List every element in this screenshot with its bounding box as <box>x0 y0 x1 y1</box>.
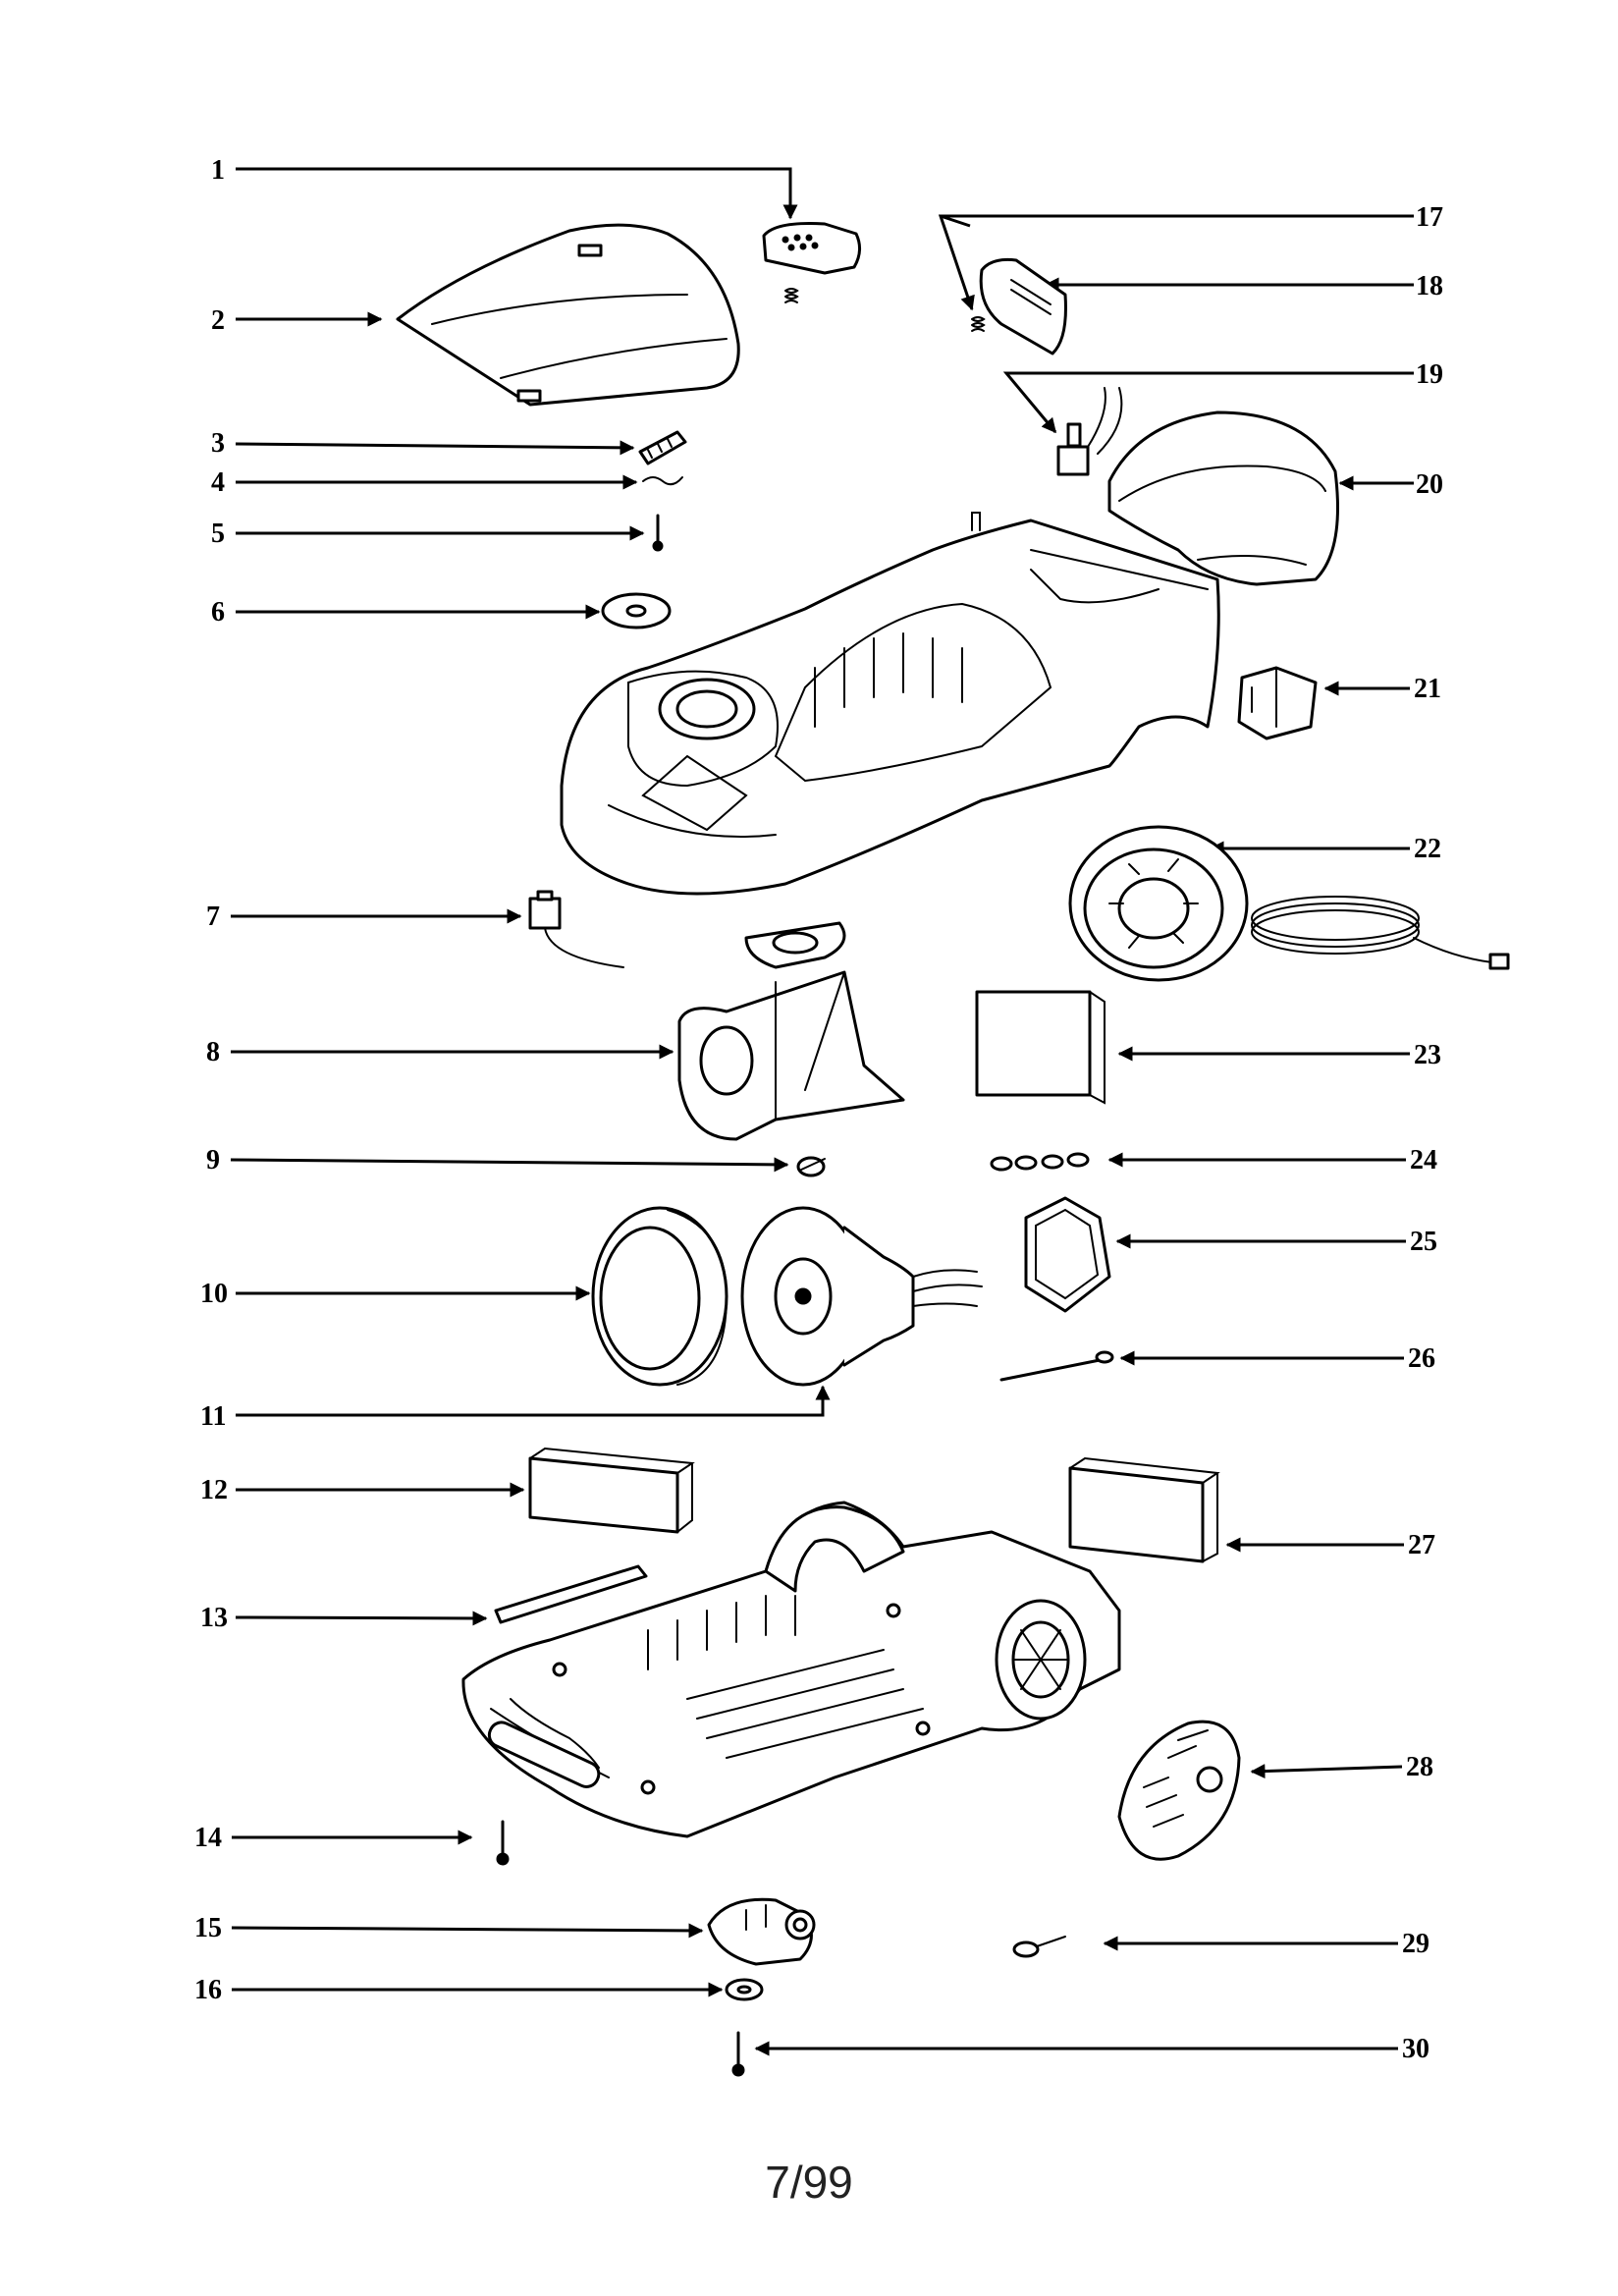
part-7-connector <box>528 890 624 968</box>
page-number: 7/99 <box>765 2157 853 2208</box>
callout-4: 4 <box>211 467 225 498</box>
part-1-switch-cap <box>762 222 861 303</box>
upper-housing <box>560 512 1220 896</box>
part-8-motor-housing <box>677 921 905 1141</box>
part-19-micro-switch <box>1056 387 1123 476</box>
part-28-wheel-cover <box>1117 1720 1241 1861</box>
callout-10: 10 <box>200 1279 228 1309</box>
part-22-cord-reel <box>1068 825 1510 982</box>
callout-25: 25 <box>1410 1227 1437 1257</box>
part-29-clip <box>1012 1936 1066 1958</box>
callout-1: 1 <box>211 155 225 186</box>
part-25-gasket <box>1024 1196 1111 1313</box>
part-3-latch <box>638 430 687 465</box>
part-21-bracket <box>1237 666 1318 740</box>
callout-14: 14 <box>194 1823 222 1853</box>
callout-3: 3 <box>211 428 225 459</box>
leader-13 <box>235 1611 488 1626</box>
part-14-screw <box>496 1820 510 1866</box>
part-20-rear-cover <box>1107 410 1339 586</box>
callout-17: 17 <box>1416 202 1443 233</box>
callout-26: 26 <box>1408 1343 1435 1374</box>
callout-2: 2 <box>211 305 225 336</box>
part-27-filter-pad <box>1068 1456 1220 1563</box>
callout-13: 13 <box>200 1603 228 1633</box>
part-24-grommets <box>990 1152 1090 1172</box>
part-5-screw <box>652 514 664 552</box>
leader-11 <box>236 1385 831 1417</box>
part-4-spring-clip <box>642 476 683 486</box>
lower-chassis <box>461 1501 1121 1838</box>
callout-20: 20 <box>1416 469 1443 500</box>
callout-numbers: 1 2 3 4 5 6 7 8 9 10 11 12 13 14 15 16 1… <box>194 155 1443 2064</box>
callout-11: 11 <box>200 1401 226 1432</box>
part-6-washer <box>601 592 672 629</box>
leader-1 <box>236 167 798 220</box>
callout-22: 22 <box>1414 834 1441 864</box>
callout-27: 27 <box>1408 1530 1435 1560</box>
part-26-rod <box>999 1350 1114 1382</box>
callout-23: 23 <box>1414 1040 1441 1070</box>
part-13-strip <box>494 1564 648 1624</box>
callout-6: 6 <box>211 597 225 628</box>
callout-29: 29 <box>1402 1929 1429 1959</box>
leader-lines <box>230 167 1414 2056</box>
part-10-filter-ring <box>591 1206 728 1387</box>
part-30-screw <box>731 2031 745 2077</box>
parts <box>396 222 1510 2077</box>
callout-9: 9 <box>206 1145 220 1175</box>
callout-16: 16 <box>194 1975 222 2005</box>
leader-17b <box>940 214 971 228</box>
callout-30: 30 <box>1402 2034 1429 2064</box>
callout-15: 15 <box>194 1913 222 1943</box>
callout-19: 19 <box>1416 359 1443 390</box>
leader-9 <box>230 1157 789 1173</box>
leader-15 <box>231 1923 704 1939</box>
part-9-clip <box>796 1156 826 1177</box>
callout-24: 24 <box>1410 1145 1437 1175</box>
part-11-motor <box>740 1206 983 1387</box>
part-18-switch-button <box>979 258 1067 355</box>
callout-8: 8 <box>206 1037 220 1067</box>
callout-7: 7 <box>206 902 220 932</box>
part-23-filter-block <box>975 990 1106 1105</box>
leader-3 <box>235 440 635 456</box>
callout-21: 21 <box>1414 674 1441 704</box>
leader-28 <box>1250 1764 1403 1779</box>
callout-5: 5 <box>211 519 225 549</box>
part-17-spring <box>971 316 986 332</box>
part-16-washer <box>725 1978 764 2001</box>
callout-18: 18 <box>1416 271 1443 301</box>
leader-19 <box>1002 371 1414 434</box>
part-15-caster <box>707 1897 816 1966</box>
callout-28: 28 <box>1406 1752 1433 1782</box>
callout-12: 12 <box>200 1475 228 1505</box>
part-12-filter-pad <box>528 1447 695 1534</box>
part-2-top-lid <box>396 223 740 407</box>
